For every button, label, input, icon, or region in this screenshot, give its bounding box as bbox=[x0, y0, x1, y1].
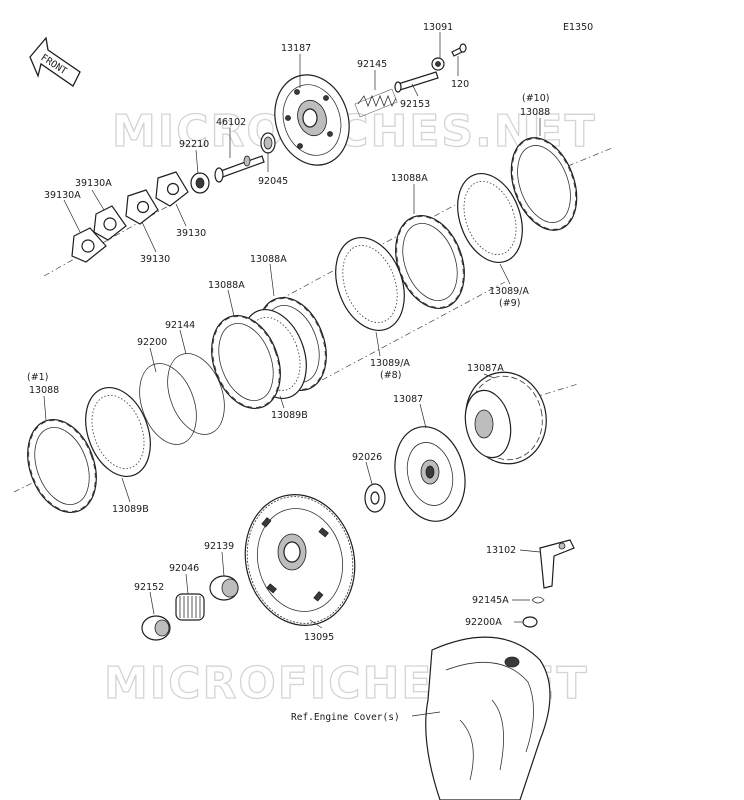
front-arrow-icon: FRONT bbox=[29, 36, 81, 87]
label-39130A-lower: 39130A bbox=[44, 190, 81, 201]
label-92144: 92144 bbox=[165, 320, 195, 331]
part-120-bolt bbox=[451, 43, 467, 57]
label-13088-10: 13088 bbox=[520, 107, 550, 118]
part-92152-collar bbox=[141, 615, 171, 641]
label-13088-10-tag: (#10) bbox=[522, 93, 549, 104]
label-13089A-9: 13089/A bbox=[489, 286, 529, 297]
label-92145: 92145 bbox=[357, 59, 387, 70]
part-engine-cover bbox=[425, 636, 551, 800]
part-46102-pushrod bbox=[214, 155, 265, 183]
label-13187: 13187 bbox=[281, 43, 311, 54]
part-13089A-steel-plate-9 bbox=[457, 172, 523, 264]
watermark-top: MICROFICHES.NET bbox=[112, 106, 597, 157]
part-13102-release-lever bbox=[539, 539, 575, 589]
label-120: 120 bbox=[451, 79, 469, 90]
label-13089A-8: 13089/A bbox=[370, 358, 410, 369]
part-92139-sleeve bbox=[209, 575, 239, 601]
part-39130A-plate-2 bbox=[93, 205, 127, 241]
part-39130-plate-1 bbox=[125, 189, 159, 225]
label-39130-right: 39130 bbox=[176, 228, 206, 239]
leader-lines bbox=[43, 32, 541, 717]
part-13089A-steel-plate-8 bbox=[335, 236, 405, 332]
label-92046: 92046 bbox=[169, 563, 199, 574]
part-92153-rod bbox=[394, 71, 439, 93]
label-92200: 92200 bbox=[137, 337, 167, 348]
label-92200A: 92200A bbox=[465, 617, 502, 628]
label-92145A: 92145A bbox=[472, 595, 509, 606]
label-13091: 13091 bbox=[423, 22, 453, 33]
label-13102: 13102 bbox=[486, 545, 516, 556]
label-13089A-9-tag: (#9) bbox=[499, 298, 520, 309]
part-13088-friction-plate-10 bbox=[510, 137, 578, 231]
label-ref-engine-cover: Ref.Engine Cover(s) bbox=[291, 712, 400, 723]
part-92026-washer bbox=[364, 483, 386, 513]
label-92210: 92210 bbox=[179, 139, 209, 150]
part-13087-clutch-boss bbox=[394, 426, 466, 522]
label-39130A-upper: 39130A bbox=[75, 178, 112, 189]
part-92145-spring bbox=[354, 88, 398, 118]
diagram-code: E1350 bbox=[563, 22, 593, 33]
label-13089A-8-tag: (#8) bbox=[380, 370, 401, 381]
part-92210-nut bbox=[190, 172, 210, 194]
label-13088A-middle: 13088A bbox=[250, 254, 287, 265]
label-13089B-lower: 13089B bbox=[112, 504, 149, 515]
label-92153: 92153 bbox=[400, 99, 430, 110]
part-39130A-plate-1 bbox=[71, 227, 107, 263]
label-92139: 92139 bbox=[204, 541, 234, 552]
label-39130-left: 39130 bbox=[140, 254, 170, 265]
label-92152: 92152 bbox=[134, 582, 164, 593]
label-92045: 92045 bbox=[258, 176, 288, 187]
part-92145A-spring bbox=[531, 596, 545, 604]
part-92200A-seal bbox=[522, 616, 538, 628]
part-92200-ring bbox=[139, 363, 197, 445]
part-labels: 13187 92145 13091 120 92153 46102 92210 … bbox=[27, 22, 550, 723]
label-13095: 13095 bbox=[304, 632, 334, 643]
part-13088A-friction-plate-lower bbox=[211, 314, 281, 410]
part-13087A-clutch-hub bbox=[464, 371, 547, 465]
label-13087A: 13087A bbox=[467, 363, 504, 374]
label-13089B-middle: 13089B bbox=[271, 410, 308, 421]
part-13089B-steel-plate-lower bbox=[85, 386, 151, 478]
label-92026: 92026 bbox=[352, 452, 382, 463]
label-13087: 13087 bbox=[393, 394, 423, 405]
part-13091-collar bbox=[431, 57, 445, 71]
part-92144-ring bbox=[167, 353, 225, 435]
label-46102: 46102 bbox=[216, 117, 246, 128]
part-13187-pressure-plate bbox=[274, 74, 350, 166]
part-13088-friction-plate-1 bbox=[27, 418, 97, 514]
part-13095-clutch-housing bbox=[244, 494, 356, 626]
part-92045-bearing bbox=[260, 132, 276, 154]
label-13088-1: 13088 bbox=[29, 385, 59, 396]
part-39130-plate-2 bbox=[155, 171, 189, 207]
label-13088A-upper: 13088A bbox=[391, 173, 428, 184]
label-13088-1-tag: (#1) bbox=[27, 372, 48, 383]
label-13088A-lower: 13088A bbox=[208, 280, 245, 291]
part-92046-needle-bearing bbox=[175, 593, 205, 621]
